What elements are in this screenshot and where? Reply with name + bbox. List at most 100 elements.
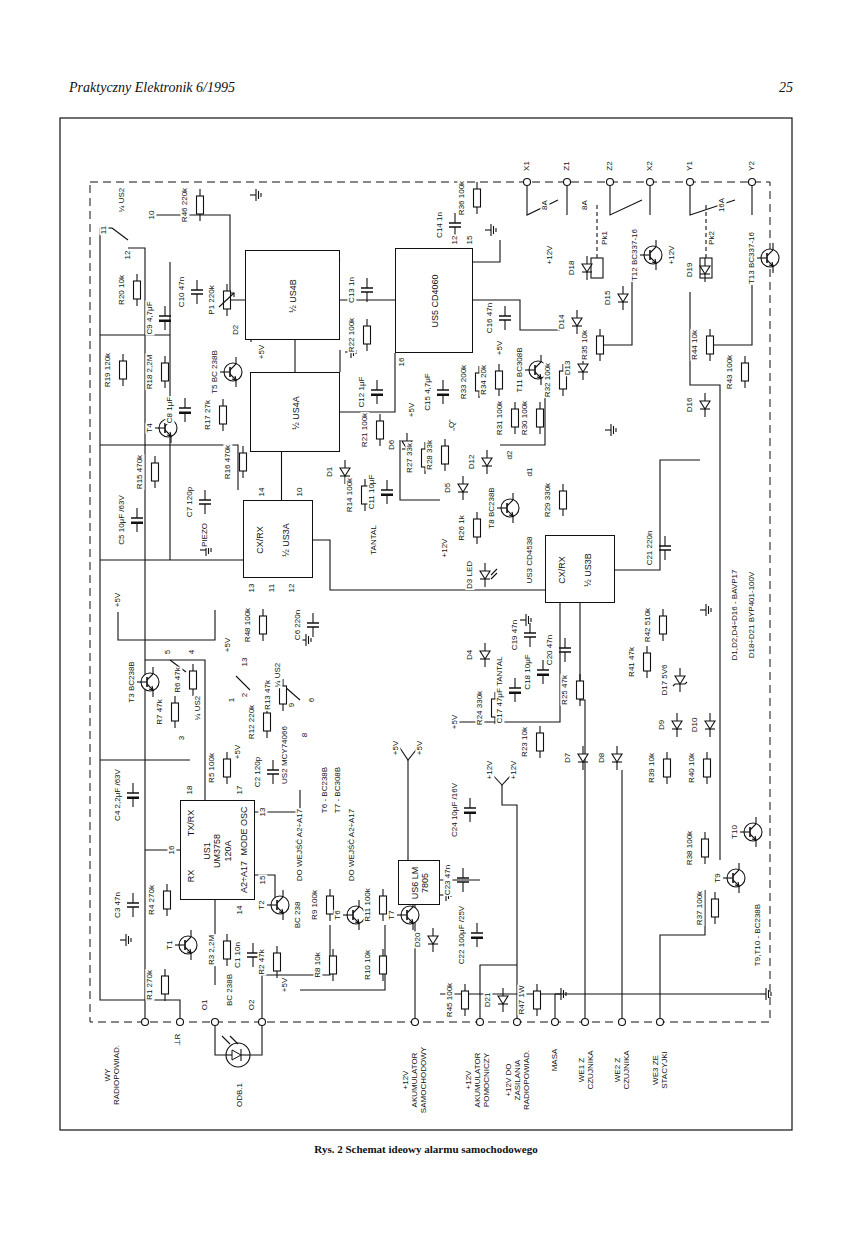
ground-symbol [120,939,126,940]
ground-symbol [768,990,769,998]
transistor-symbol [723,877,733,878]
diode-symbol [704,274,705,282]
part-label: D1,D2,D4÷D16 - BAVP17 [730,569,739,662]
diode-symbol [484,579,485,587]
part-label: +12V [667,245,676,266]
wire [215,1026,226,1055]
ground-symbol [560,988,561,1000]
pin-number: 12 [450,235,459,246]
part-label: DO WEJŚĆ A2÷A17 [347,808,356,882]
relay-link [596,205,597,258]
capacitor-symbol [307,626,319,628]
ground-symbol [555,993,561,994]
diode-symbol [704,258,705,266]
ic-box: CX/RX½ US3A [243,500,313,578]
resistor-symbol [199,214,200,221]
diode-symbol [704,393,705,401]
transistor-symbol [343,914,353,915]
part-label: +12V [545,245,554,266]
resistor-symbol [152,463,159,481]
capacitor-symbol [386,480,387,490]
diode-symbol [675,676,685,684]
part-label: D14 [557,314,566,331]
capacitor-symbol [499,319,511,321]
transistor-symbol [230,374,236,387]
pin-number: 10 [147,210,156,221]
wire [584,770,585,1018]
part-label: D4 [465,649,474,661]
diode-symbol [480,658,490,659]
wire [100,559,243,560]
wire [527,186,558,215]
capacitor-symbol [361,287,373,289]
resistor-symbol [242,471,243,478]
capacitor-symbol [371,394,383,397]
wire [300,925,385,990]
resistor-symbol [464,1009,465,1016]
part-label: R7 47k [155,698,164,725]
part-label: BC 238 [293,901,302,930]
ground-symbol [485,229,491,230]
terminal-circle [259,1019,266,1026]
resistor-symbol [226,959,227,966]
ic-pin-function: ½ US3B [583,553,593,587]
part-label: R36 100k [457,180,466,216]
switch-symbol [236,676,250,690]
part-label: R15 470k [135,454,144,490]
resistor-symbol [646,646,647,653]
part-label: O2 [247,999,256,1012]
wire [128,248,145,1018]
diode-symbol [704,409,705,417]
ground-symbol [130,938,131,942]
wire [660,890,705,1018]
part-label: Y2 [747,160,756,172]
diode-symbol [700,266,710,274]
part-label: +5V [495,340,504,356]
ground-symbol [493,226,494,234]
capacitor-symbol [204,490,205,500]
diode-symbol [484,659,485,667]
transistor-symbol [147,667,153,680]
diode-symbol [582,746,583,754]
capacitor-symbol [131,522,143,525]
part-label: D15 [603,290,612,307]
capacitor-symbol [449,222,461,224]
part-label: C13 1n [347,276,356,304]
transistor-symbol [757,257,767,258]
ground-symbol [760,993,766,994]
wire [455,603,560,722]
part-label: R1 270k [145,969,154,1001]
part-label: +5V [280,977,289,993]
capacitor-symbol [196,294,197,304]
transistor-symbol [767,243,773,256]
terminal-circle [142,1019,149,1026]
wire [649,186,650,215]
capacitor-symbol [559,647,571,649]
transistor-symbol [537,374,541,378]
ground-symbol [708,606,709,614]
part-label: C23 47n [443,864,452,896]
part-label: Pk1 [600,230,609,246]
capacitor-symbol [159,320,171,323]
pin-number: 13 [240,657,249,668]
diode-symbol [582,271,592,272]
diode-symbol [676,713,677,721]
diode-symbol [480,651,490,659]
capacitor-symbol [252,943,253,953]
resistor-symbol [597,336,604,354]
part-label: DO WEJŚĆ A2÷A17 [295,808,304,882]
diode-symbol [428,943,438,944]
ground-symbol [710,608,711,612]
wire [156,215,245,300]
diode-symbol [700,401,710,409]
diode-symbol [622,302,623,310]
transistor-symbol [230,357,236,370]
capacitor-symbol [437,389,449,391]
wire [118,610,215,640]
resistor-symbol [498,389,499,396]
transistor-symbol [149,686,153,690]
resistor-symbol [579,674,580,681]
resistor-symbol [536,1009,537,1016]
terminal-circle [687,179,694,186]
